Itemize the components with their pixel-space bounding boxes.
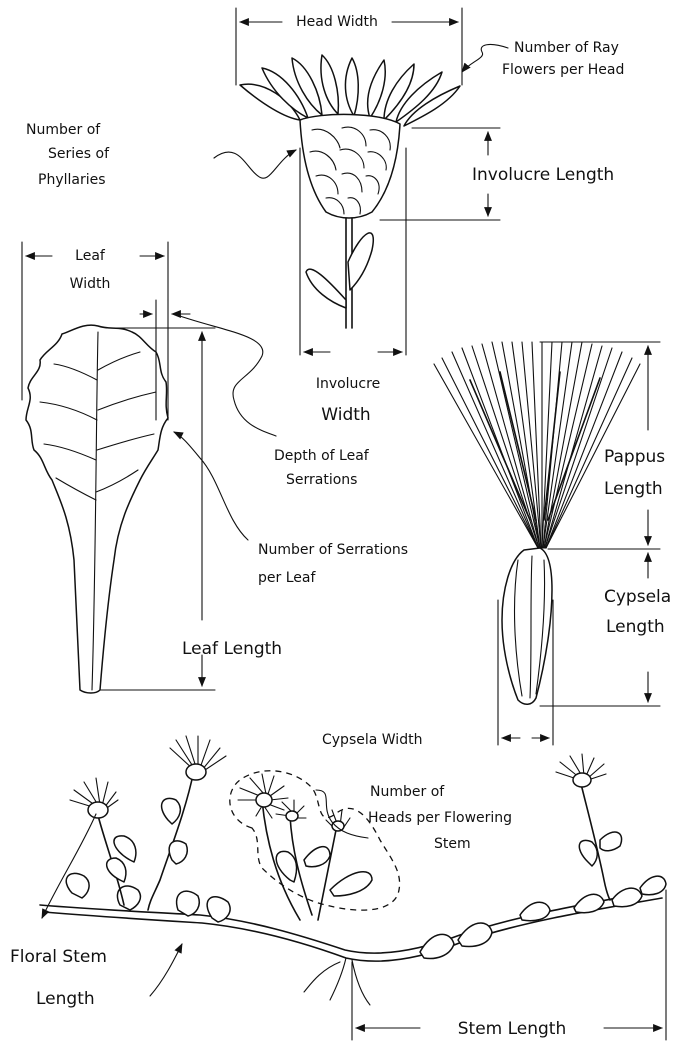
ray-flowers-label-line1: Number of Ray [514, 40, 619, 56]
serration-depth-label-line1: Depth of Leaf [274, 448, 370, 464]
involucre-width-label-line2: Width [321, 405, 370, 425]
stem-length-label: Stem Length [458, 1019, 567, 1039]
ray-flowers-label-line2: Flowers per Head [502, 62, 624, 78]
serration-depth-label-line2: Serrations [286, 472, 357, 488]
pappus-length-label-line1: Pappus [604, 447, 665, 467]
phyllaries-callout-line [214, 150, 296, 178]
leaf-width-label-line2: Width [70, 276, 111, 292]
involucre-length-label: Involucre Length [472, 165, 614, 185]
leaf-length-label: Leaf Length [182, 639, 282, 659]
whole-plant-illustration [40, 736, 666, 1040]
cypsela-illustration [434, 342, 660, 745]
leaf-illustration [22, 242, 276, 693]
floral-stem-length-arrow-bottom [150, 944, 182, 996]
serrations-per-leaf-label-line2: per Leaf [258, 570, 316, 586]
pappus-length-label-line2: Length [604, 479, 663, 499]
cypsela-width-label: Cypsela Width [322, 732, 422, 748]
flower-head-illustration [214, 8, 508, 355]
head-width-label: Head Width [296, 14, 378, 30]
cypsela-length-label-line2: Length [606, 617, 665, 637]
involucre-width-label-line1: Involucre [316, 376, 380, 392]
leaf-width-label-line1: Leaf [75, 248, 106, 264]
phyllaries-label-line3: Phyllaries [38, 172, 106, 188]
floral-stem-length-arrow-top [42, 814, 96, 918]
phyllaries-label-line1: Number of [26, 122, 101, 138]
serration-depth-callout-line [180, 316, 276, 436]
floral-stem-label-line2: Length [36, 989, 95, 1009]
serrations-per-leaf-callout-line [174, 432, 248, 540]
heads-per-stem-label-line3: Stem [434, 836, 471, 852]
heads-per-stem-label-line1: Number of [370, 784, 445, 800]
cypsela-length-label-line1: Cypsela [604, 587, 671, 607]
serrations-per-leaf-label-line1: Number of Serrations [258, 542, 408, 558]
phyllaries-label-line2: Series of [48, 146, 110, 162]
floral-stem-label-line1: Floral Stem [10, 947, 107, 967]
heads-per-stem-label-line2: Heads per Flowering [368, 810, 512, 826]
